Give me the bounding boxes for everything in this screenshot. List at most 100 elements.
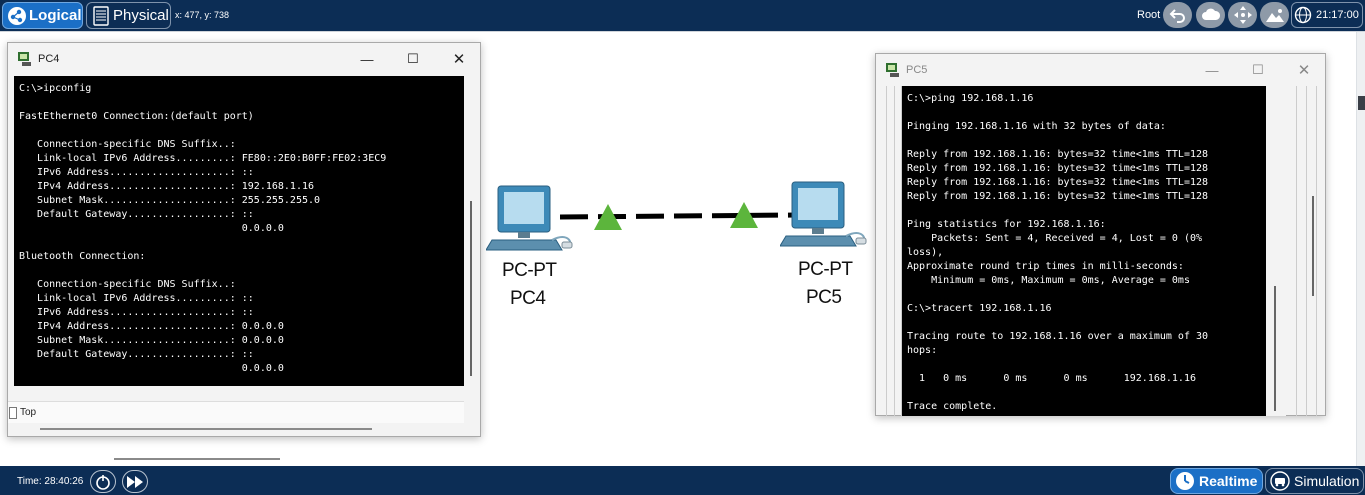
power-cycle-devices-icon[interactable] <box>90 470 116 493</box>
main-toolbar: Logical Physical x: 477, y: 738 Root 21:… <box>0 0 1365 31</box>
pc5-terminal-line: hops: <box>907 345 938 356</box>
move-icon[interactable] <box>1228 2 1257 28</box>
pc4-terminal-line: IPv4 Address....................: 0.0.0.… <box>19 321 284 332</box>
pc5-terminal-line <box>907 106 1266 120</box>
pc5-window-titlebar[interactable]: PC5 <box>876 54 1325 86</box>
pc4-terminal-line: Link-local IPv6 Address.........: FE80::… <box>19 153 387 164</box>
workspace-vertical-scrollbar[interactable] <box>1356 32 1365 467</box>
minimize-icon[interactable]: — <box>360 51 374 67</box>
pc-app-icon <box>886 63 899 77</box>
pc4-window-titlebar[interactable]: PC4 <box>8 43 480 75</box>
link-triangle-b <box>730 202 758 228</box>
minimize-icon[interactable]: — <box>1205 62 1219 78</box>
pc4-terminal-line: Bluetooth Connection: <box>19 251 146 262</box>
top-checkbox[interactable] <box>9 406 17 419</box>
back-icon[interactable] <box>1163 2 1192 28</box>
pc5-terminal-line: Reply from 192.168.1.16: bytes=32 time<1… <box>907 191 1209 202</box>
pc5-terminal-scrollbar[interactable] <box>1266 86 1286 416</box>
pc5-terminal-line: C:\>ping 192.168.1.16 <box>907 93 1034 104</box>
realtime-clock-icon <box>1174 470 1196 492</box>
pc5-terminal-line: loss), <box>907 247 944 258</box>
pc4-terminal-line: Connection-specific DNS Suffix..: <box>19 139 236 150</box>
pc5-terminal-line <box>907 358 1266 372</box>
maximize-icon[interactable]: ☐ <box>407 51 419 66</box>
logical-label: Logical <box>29 7 82 24</box>
pc4-type-label: PC-PT <box>502 260 557 281</box>
pc4-terminal-line: Subnet Mask.....................: 255.25… <box>19 195 321 206</box>
pc4-terminal-line: IPv6 Address....................: :: <box>19 167 254 178</box>
scroll-tab[interactable] <box>1358 96 1365 110</box>
root-label: Root <box>1137 9 1161 21</box>
globe-clock-icon <box>1292 4 1314 26</box>
close-icon[interactable]: ✕ <box>452 51 466 68</box>
realtime-mode-button[interactable]: Realtime <box>1170 468 1263 494</box>
pc4-window-title: PC4 <box>38 53 60 65</box>
pc4-top-option-row: Top <box>8 401 464 423</box>
workspace-horizontal-scrollbar[interactable] <box>114 458 280 460</box>
pc4-device-icon[interactable] <box>486 184 576 258</box>
physical-icon <box>90 5 111 26</box>
pc5-terminal-line <box>907 134 1266 148</box>
pc5-terminal-line <box>907 316 1266 330</box>
link-triangle-a <box>594 204 622 230</box>
pc4-horizontal-scrollbar[interactable] <box>40 428 372 430</box>
fast-forward-icon[interactable] <box>122 470 148 493</box>
pc4-terminal-line: Default Gateway.................: :: <box>19 349 254 360</box>
pc4-terminal-scrollbar[interactable] <box>464 76 476 386</box>
pc5-left-tabs-strip <box>878 86 902 416</box>
link-status-triangle-pc5 <box>730 202 758 228</box>
maximize-icon[interactable]: ☐ <box>1252 62 1264 77</box>
pc4-terminal-line <box>19 236 464 250</box>
bottom-toolbar: Time: 28:40:26 Realtime Simulation <box>0 466 1365 495</box>
pc4-terminal-line: 0.0.0.0 <box>19 363 284 374</box>
pc4-terminal-line: Subnet Mask.....................: 0.0.0.… <box>19 335 284 346</box>
pc4-terminal-window[interactable]: PC4 — ☐ ✕ C:\>ipconfig FastEthernet0 Con… <box>7 42 481 437</box>
pc5-type-label: PC-PT <box>798 259 853 280</box>
logical-icon <box>6 5 27 26</box>
pc4-terminal-line <box>19 96 464 110</box>
pc5-terminal-window[interactable]: PC5 — ☐ ✕ C:\>ping 192.168.1.16 Pinging … <box>875 53 1326 416</box>
pc5-device-icon[interactable] <box>780 180 870 254</box>
pc4-terminal-line: FastEthernet0 Connection:(default port) <box>19 111 254 122</box>
pc5-terminal-line <box>907 204 1266 218</box>
simulation-mode-button[interactable]: Simulation <box>1265 468 1364 494</box>
viewport-clock[interactable]: 21:17:00 <box>1291 2 1363 28</box>
pc5-name-label: PC5 <box>806 287 842 308</box>
pc5-outer-scroll-thumb[interactable] <box>1312 196 1314 296</box>
pc-app-icon <box>18 52 31 66</box>
pc5-terminal-line: Packets: Sent = 4, Received = 4, Lost = … <box>907 233 1203 244</box>
physical-label: Physical <box>113 7 169 24</box>
realtime-label: Realtime <box>1199 473 1258 489</box>
pc5-command-prompt-output[interactable]: C:\>ping 192.168.1.16 Pinging 192.168.1.… <box>902 86 1266 416</box>
pc5-terminal-line <box>907 288 1266 302</box>
network-link[interactable] <box>560 200 800 234</box>
pc4-command-prompt-output[interactable]: C:\>ipconfig FastEthernet0 Connection:(d… <box>14 76 464 386</box>
pc4-terminal-line: Default Gateway.................: :: <box>19 209 254 220</box>
pc4-terminal-line: Connection-specific DNS Suffix..: <box>19 279 236 290</box>
pc5-terminal-line: Approximate round trip times in milli-se… <box>907 261 1184 272</box>
pc4-scroll-thumb[interactable] <box>470 201 472 376</box>
pc4-terminal-line: C:\>ipconfig <box>19 83 92 94</box>
cursor-coordinates: x: 477, y: 738 <box>175 10 230 20</box>
simulation-label: Simulation <box>1294 473 1360 489</box>
pc5-scroll-thumb[interactable] <box>1274 286 1276 411</box>
cluster-cloud-icon[interactable] <box>1196 2 1225 28</box>
background-image-icon[interactable] <box>1260 2 1289 28</box>
physical-view-button[interactable]: Physical <box>86 2 171 29</box>
pc5-terminal-line: Reply from 192.168.1.16: bytes=32 time<1… <box>907 163 1209 174</box>
pc4-terminal-line: IPv6 Address....................: :: <box>19 307 254 318</box>
clock-time: 21:17:00 <box>1316 9 1359 21</box>
pc4-terminal-line <box>19 124 464 138</box>
pc4-terminal-line: Link-local IPv6 Address.........: :: <box>19 293 254 304</box>
pc5-terminal-line: Pinging 192.168.1.16 with 32 bytes of da… <box>907 121 1166 132</box>
pc5-terminal-line: Reply from 192.168.1.16: bytes=32 time<1… <box>907 149 1209 160</box>
close-icon[interactable]: ✕ <box>1297 62 1311 79</box>
pc5-terminal-line: Ping statistics for 192.168.1.16: <box>907 219 1106 230</box>
pc5-terminal-line: 1 0 ms 0 ms 0 ms 192.168.1.16 <box>907 373 1196 384</box>
pc5-right-tabs-strip <box>1294 86 1324 416</box>
pc4-terminal-line: 0.0.0.0 <box>19 223 284 234</box>
simulation-time: Time: 28:40:26 <box>17 476 84 487</box>
pc5-terminal-line: Minimum = 0ms, Maximum = 0ms, Average = … <box>907 275 1190 286</box>
pc4-name-label: PC4 <box>510 288 546 309</box>
logical-view-button[interactable]: Logical <box>2 2 83 29</box>
